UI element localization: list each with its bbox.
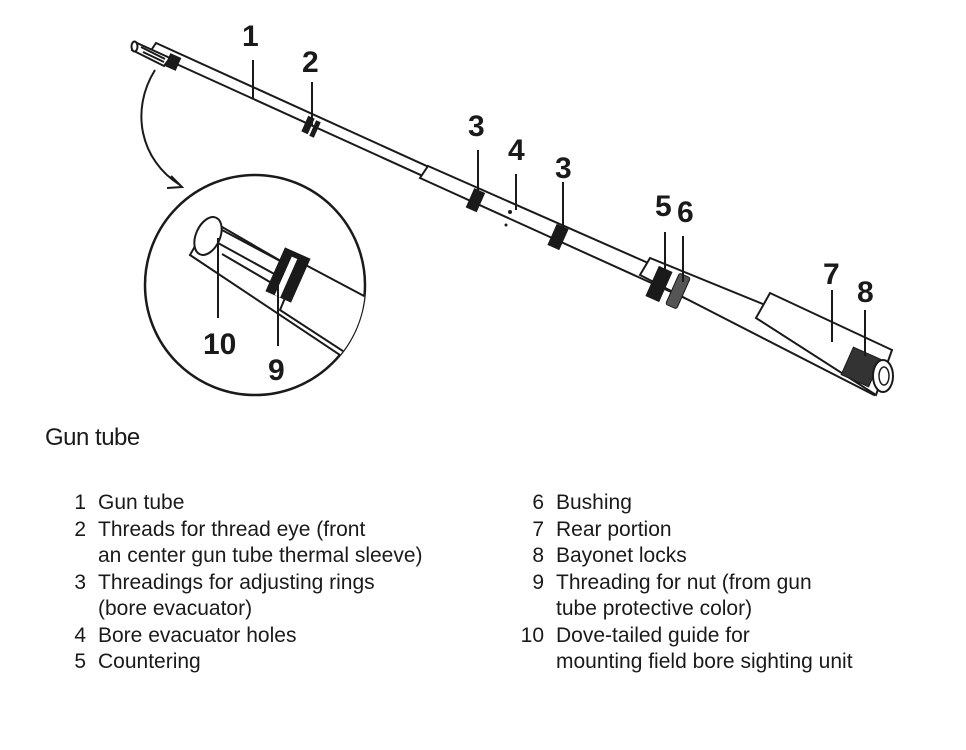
- legend-text: Gun tube: [98, 491, 185, 514]
- legend-item: 10 Dove-tailed guide for mounting field …: [500, 623, 940, 676]
- callout-9: 9: [268, 354, 285, 387]
- legend-item: 9 Threading for nut (from gun tube prote…: [500, 570, 940, 623]
- legend-number: 1: [74, 491, 86, 514]
- legend-text: Countering: [98, 650, 201, 673]
- legend-number: 2: [74, 517, 86, 541]
- legend-item: 1 Gun tube: [50, 490, 490, 517]
- gun-tube-diagram: 1 2 3 4 3 5 6 7 8 10 9: [130, 20, 894, 397]
- legend-number: 6: [532, 491, 544, 514]
- legend-text: Bushing: [556, 491, 632, 514]
- legend-number: 9: [532, 570, 544, 594]
- legend-number: 8: [532, 544, 544, 567]
- bushing-ring-6: [665, 273, 691, 309]
- gun-tube: [148, 41, 894, 397]
- legend-number: 5: [74, 650, 86, 673]
- legend-text: Bayonet locks: [556, 544, 687, 567]
- threading-ring-3a: [465, 188, 486, 213]
- muzzle-tip: [130, 40, 182, 71]
- legend-text: Rear portion: [556, 517, 672, 541]
- callout-10: 10: [203, 328, 236, 361]
- callout-7: 7: [823, 258, 840, 291]
- legend-number: 4: [74, 623, 86, 647]
- legend-item: 2 Threads for thread eye (front an cente…: [50, 517, 490, 570]
- legend-right-column: 6 Bushing 7 Rear portion 8 Bayonet locks…: [500, 490, 940, 676]
- evacuator-hole: [508, 210, 512, 214]
- legend-item: 5 Countering: [50, 649, 490, 676]
- legend-item: 3 Threadings for adjusting rings (bore e…: [50, 570, 490, 623]
- legend-number: 3: [74, 570, 86, 594]
- legend-item: 4 Bore evacuator holes: [50, 623, 490, 650]
- callout-5: 5: [655, 190, 672, 223]
- legend-number: 10: [520, 623, 544, 647]
- detail-leaders: [217, 238, 279, 346]
- callout-8: 8: [857, 276, 874, 309]
- figure-caption: Gun tube: [45, 424, 140, 451]
- breech-bore: [878, 366, 890, 386]
- legend-item: 6 Bushing: [500, 490, 940, 517]
- callout-2: 2: [302, 46, 319, 79]
- detail-arrow: [140, 69, 185, 189]
- legend-item: 7 Rear portion: [500, 517, 940, 544]
- callout-1: 1: [242, 20, 259, 53]
- legend-text: Threading for nut (from gun tube protect…: [556, 570, 812, 621]
- leader-lines: [252, 60, 866, 356]
- callout-3a: 3: [468, 110, 485, 143]
- legend-text: Threads for thread eye (front an center …: [98, 517, 423, 568]
- legend-text: Threadings for adjusting rings (bore eva…: [98, 570, 375, 621]
- evacuator-hole: [504, 223, 508, 227]
- legend-left-column: 1 Gun tube 2 Threads for thread eye (fro…: [50, 490, 490, 676]
- ring-bands: [301, 115, 882, 388]
- legend-number: 7: [532, 517, 544, 541]
- legend-text: Dove-tailed guide for mounting field bor…: [556, 623, 853, 674]
- callout-3b: 3: [555, 152, 572, 185]
- legend-text: Bore evacuator holes: [98, 623, 297, 647]
- callout-4: 4: [508, 134, 525, 167]
- legend-item: 8 Bayonet locks: [500, 543, 940, 570]
- callout-6: 6: [677, 196, 694, 229]
- thread-ring-2: [301, 115, 321, 138]
